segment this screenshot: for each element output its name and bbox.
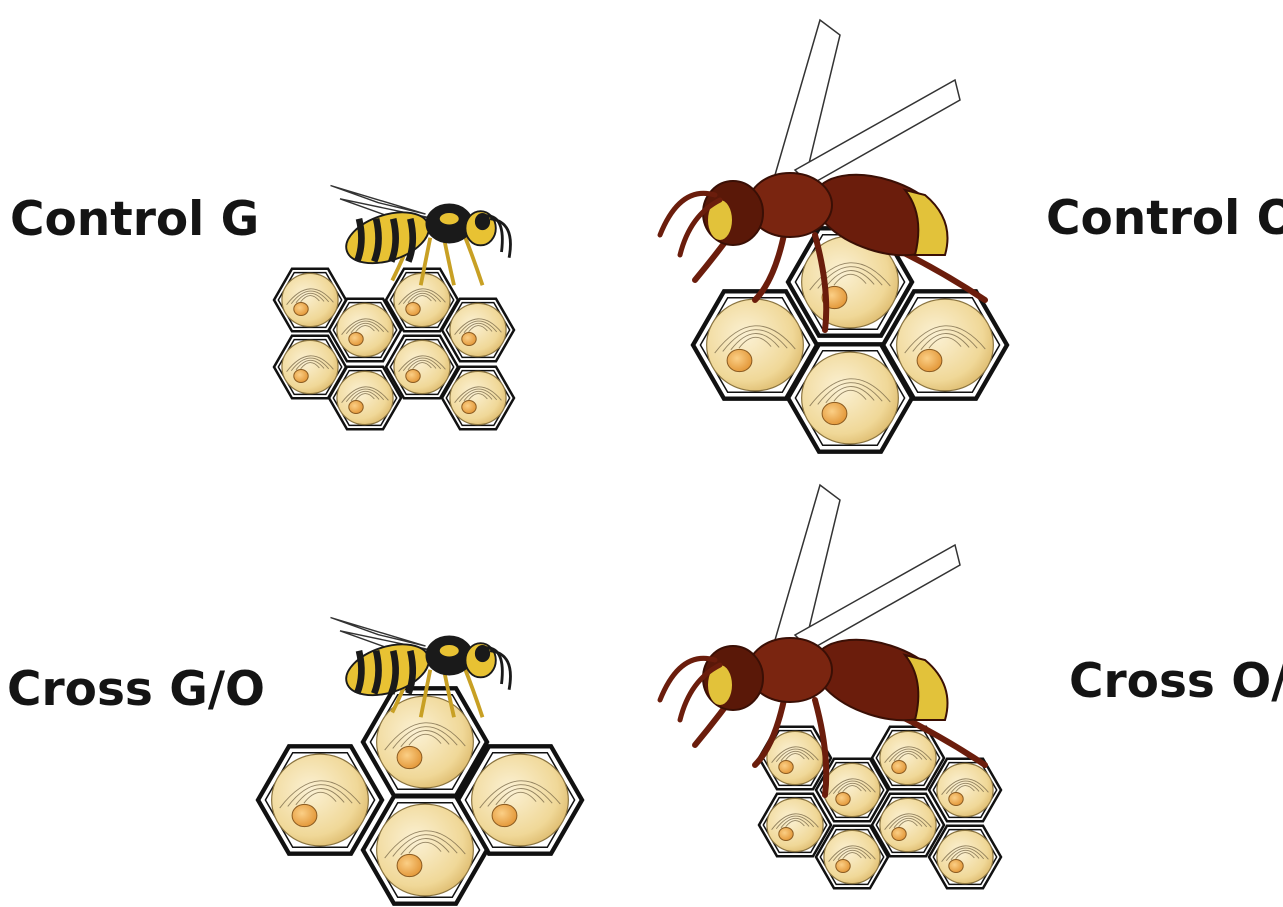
comb-control-g: [274, 269, 514, 429]
comb-cross-g-o-cell-2: [258, 746, 382, 853]
hornet-icon-control-o: [660, 20, 985, 330]
comb-control-o: [693, 228, 1007, 451]
comb-cross-g-o: [258, 688, 582, 903]
comb-cross-o-g-cell-4: [929, 759, 1001, 821]
comb-cross-o-g-cell-5: [759, 794, 831, 856]
comb-cross-o-g-cell-8: [929, 826, 1001, 888]
